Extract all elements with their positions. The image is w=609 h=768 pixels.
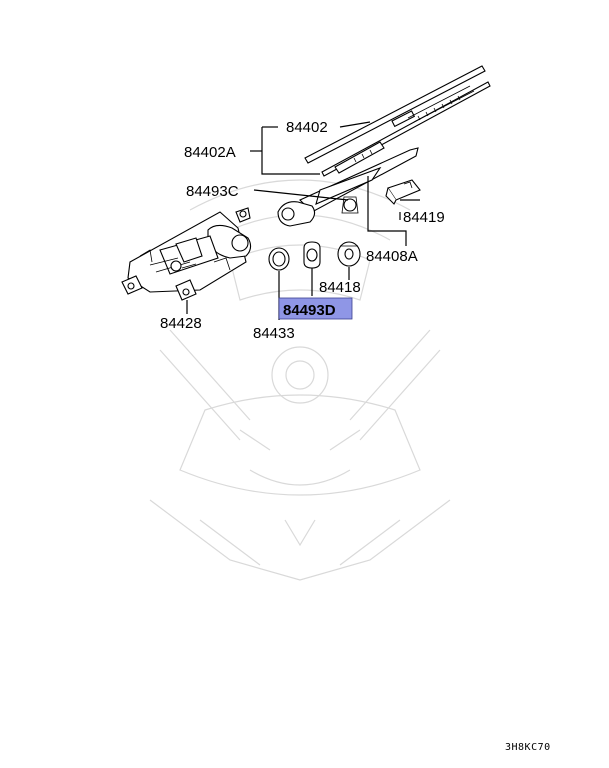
wiper-blade-84402	[304, 65, 491, 177]
wiper-arm	[277, 147, 419, 227]
nut-84418	[337, 241, 361, 267]
label-84428: 84428	[160, 315, 202, 332]
leader-lines	[186, 121, 420, 320]
label-84493C: 84493C	[186, 183, 239, 200]
watermark-emblem	[149, 179, 451, 581]
label-84433: 84433	[253, 325, 295, 342]
bushing-84493D	[303, 241, 321, 269]
highlight-box-84493D	[278, 297, 353, 320]
label-84493D: 84493D	[283, 302, 336, 319]
label-84402: 84402	[286, 119, 328, 136]
label-84419: 84419	[403, 209, 445, 226]
cap-84419	[385, 179, 421, 205]
label-84408A: 84408A	[366, 248, 418, 265]
wiper-motor-assembly	[121, 207, 252, 301]
label-84418: 84418	[319, 279, 361, 296]
washer-84433	[268, 247, 290, 271]
image-code: 3H8KC70	[505, 742, 551, 753]
label-84402A: 84402A	[184, 144, 236, 161]
